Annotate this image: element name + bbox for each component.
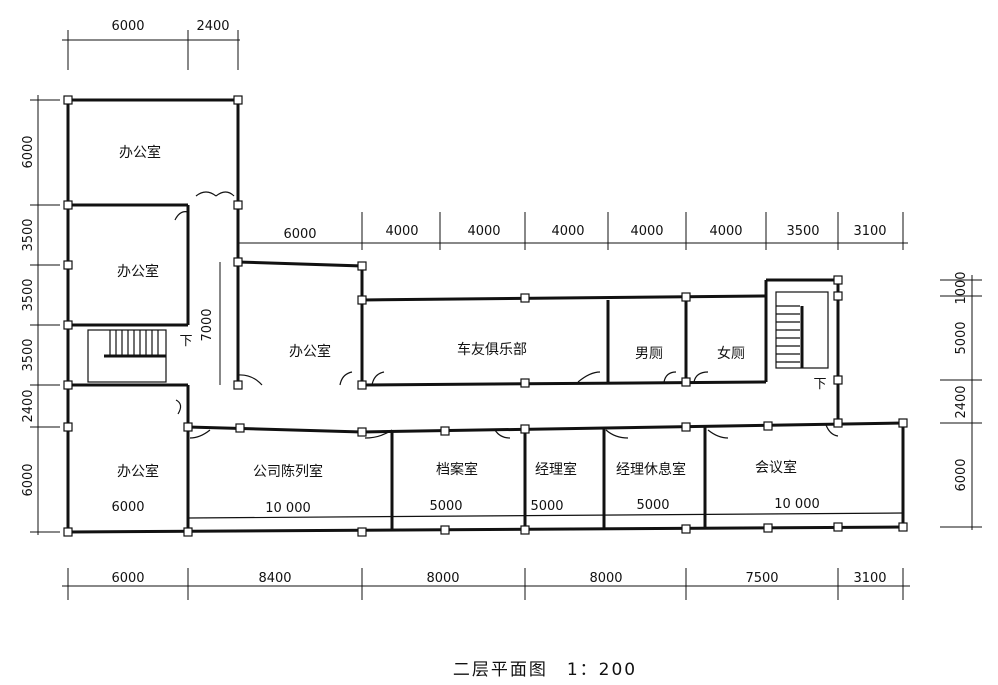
dim-bottom-6: 3100 (853, 571, 886, 586)
dim-left-6: 6000 (21, 463, 36, 496)
corridor-dimension: 7000 (200, 308, 215, 341)
room-office-1: 办公室 (119, 144, 161, 161)
dim-right-4: 6000 (954, 458, 969, 491)
dimension-mid-top: 6000 4000 4000 4000 4000 4000 3500 3100 (238, 212, 908, 250)
dimension-right: 1000 5000 2400 6000 (940, 271, 982, 530)
room-meeting: 会议室 (755, 459, 797, 476)
dim-left-3: 3500 (21, 278, 36, 311)
stair-down-left-label: 下 (179, 334, 192, 349)
room-lounge: 经理休息室 (616, 461, 686, 478)
dim-right-1: 1000 (954, 271, 969, 304)
dim-mid-2: 4000 (385, 224, 418, 239)
dim-mid-5: 4000 (630, 224, 663, 239)
room-women: 女厕 (717, 345, 745, 362)
dim-mid-4: 4000 (551, 224, 584, 239)
room-office-4: 办公室 (117, 463, 159, 480)
room-club: 车友俱乐部 (457, 341, 527, 358)
dim-mid-6: 4000 (709, 224, 742, 239)
stair-left (87, 329, 167, 383)
stair-right (775, 291, 829, 369)
stair-down-right-label: 下 (813, 377, 826, 392)
width-meeting: 10 000 (774, 497, 820, 512)
dim-bottom-2: 8400 (258, 571, 291, 586)
room-manager: 经理室 (535, 461, 577, 478)
room-office-2: 办公室 (117, 263, 159, 280)
width-lounge: 5000 (636, 498, 669, 513)
dim-top-left-2: 2400 (196, 19, 229, 34)
dim-left-1: 6000 (21, 135, 36, 168)
width-archive: 5000 (429, 499, 462, 514)
width-exhibit: 10 000 (265, 501, 311, 516)
dim-bottom-1: 6000 (111, 571, 144, 586)
dim-mid-1: 6000 (283, 227, 316, 242)
dim-top-left-1: 6000 (111, 19, 144, 34)
dim-bottom-5: 7500 (745, 571, 778, 586)
dim-left-2: 3500 (21, 218, 36, 251)
door-arcs (174, 191, 839, 439)
dim-mid-3: 4000 (467, 224, 500, 239)
dimension-bottom: 6000 8400 8000 8000 7500 3100 (62, 568, 910, 600)
width-office-4: 6000 (111, 500, 144, 515)
dim-right-2: 5000 (954, 321, 969, 354)
dim-mid-8: 3100 (853, 224, 886, 239)
room-width-labels: 6000 10 000 5000 5000 5000 10 000 (111, 497, 819, 516)
dimension-top-left: 6000 2400 (62, 19, 240, 70)
width-manager: 5000 (530, 499, 563, 514)
room-exhibit: 公司陈列室 (253, 463, 323, 480)
room-men: 男厕 (635, 346, 663, 362)
dim-right-3: 2400 (954, 385, 969, 418)
dim-bottom-4: 8000 (589, 571, 622, 586)
dim-left-4: 3500 (21, 338, 36, 371)
dim-left-5: 2400 (21, 389, 36, 422)
dim-bottom-3: 8000 (426, 571, 459, 586)
columns (63, 95, 908, 537)
room-labels: 办公室 办公室 办公室 车友俱乐部 男厕 女厕 办公室 公司陈列室 档案室 经理… (117, 144, 797, 480)
room-office-3: 办公室 (289, 343, 331, 360)
dim-mid-7: 3500 (786, 224, 819, 239)
room-archive: 档案室 (436, 461, 478, 478)
dimension-left: 6000 3500 3500 3500 2400 6000 (21, 95, 60, 535)
drawing-title: 二层平面图 1：200 (453, 660, 637, 680)
